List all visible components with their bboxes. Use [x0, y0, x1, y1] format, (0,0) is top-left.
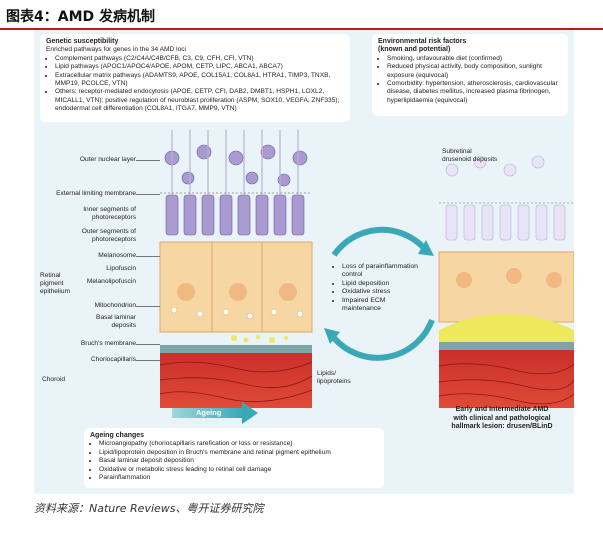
cycle-item: Oxidative stress: [342, 288, 424, 296]
ageing-changes-title: Ageing changes: [90, 432, 145, 439]
cycle-item: Impaired ECM maintenance: [342, 297, 424, 314]
label-melanolipofuscin: Melanolipofuscin: [86, 278, 136, 285]
label-lipids: Lipids/ lipoproteins: [317, 370, 351, 385]
label-inner-segments: Inner segments of photoreceptors: [83, 206, 136, 221]
ageing-change-item: Parainflammation: [99, 474, 378, 482]
leader-line: [136, 306, 160, 307]
right-panel-caption: Early and Intermediate AMD with clinical…: [425, 406, 579, 432]
photoreceptor-cells: [164, 144, 308, 236]
leader-line: [136, 360, 160, 361]
cycle-item: Loss of parainflammation control: [342, 263, 424, 280]
label-outer-segments: Outer segments of photoreceptors: [81, 228, 136, 243]
label-external-limiting: External limiting membrane: [56, 190, 136, 197]
caption-line: with clinical and pathological: [453, 414, 551, 422]
environmental-item: Smoking, unfavourable diet (confirmed): [387, 55, 562, 63]
ageing-arrow-shape: [172, 402, 258, 424]
leader-line: [136, 344, 160, 345]
label-mitochondrion: Mitochondrion: [94, 302, 136, 309]
label-basal-laminar: Basal laminar deposits: [96, 314, 136, 329]
right-retina-section: [438, 155, 574, 408]
label-outer-nuclear: Outer nuclear layer: [79, 156, 136, 163]
environmental-item: Reduced physical activity, body composit…: [387, 63, 562, 80]
genetic-title: Genetic susceptibility: [46, 38, 119, 45]
illustration: [159, 130, 574, 424]
ageing-arrow: Ageing: [172, 405, 262, 419]
environmental-title: Environmental risk factors: [378, 38, 467, 45]
label-melanosome: Melanosome: [98, 252, 136, 259]
ageing-label: Ageing: [196, 408, 222, 417]
genetic-item: Complement pathways (C2/C4A/C4B/CFB, C3,…: [55, 55, 344, 63]
figure-title: 图表4：AMD 发病机制: [6, 9, 156, 25]
environmental-item: Comorbidity: hypertension, atheroscleros…: [387, 80, 562, 105]
label-bruchs: Bruch's membrane: [80, 340, 136, 347]
leader-line: [136, 194, 160, 195]
figure-panel: Genetic susceptibility Enriched pathways…: [34, 30, 574, 494]
label-choriocapillaris: Choriocapillaris: [90, 356, 136, 363]
ageing-changes-box: Ageing changes Microangiopathy (chorioca…: [84, 428, 384, 488]
genetic-item: Extracellular matrix pathways (ADAMTS9, …: [55, 72, 344, 89]
report-header: 图表4：AMD 发病机制: [0, 0, 603, 30]
genetic-item: Lipid pathways (APOC1/APOC4/APOE, APOM, …: [55, 63, 344, 71]
left-retina-section: [159, 130, 313, 408]
label-subretinal: Subretinal drusenoid deposits: [442, 148, 498, 163]
leader-line: [136, 256, 160, 257]
ageing-change-item: Oxidative or metabolic stress leading to…: [99, 466, 378, 474]
environmental-subtitle: (known and potential): [378, 46, 451, 54]
leader-line: [136, 160, 160, 161]
label-rpe: Retinal pigment epithelium: [40, 272, 71, 295]
genetic-item: Others: receptor-mediated endocytosis (A…: [55, 88, 344, 113]
rpe-cells: [159, 241, 313, 333]
label-choroid: Choroid: [42, 376, 66, 383]
ageing-change-item: Basal laminar deposit deposition: [99, 457, 378, 465]
genetic-susceptibility-box: Genetic susceptibility Enriched pathways…: [40, 34, 350, 122]
ageing-change-item: Lipid/lipoprotein deposition in Bruch's …: [99, 449, 378, 457]
label-lipofuscin: Lipofuscin: [106, 265, 136, 272]
cycle-list: Loss of parainflammation control Lipid d…: [334, 263, 424, 313]
cycle-arrows: [331, 226, 435, 361]
environmental-risk-box: Environmental risk factors (known and po…: [372, 34, 568, 116]
genetic-intro: Enriched pathways for genes in the 34 AM…: [46, 46, 187, 54]
source-note: 资料来源：Nature Reviews、粤开证券研究院: [34, 502, 264, 515]
cycle-item: Lipid deposition: [342, 280, 424, 288]
caption-line: hallmark lesion: drusen/BLinD: [451, 423, 553, 431]
drusen-dome: [439, 314, 574, 348]
ageing-change-item: Microangiopathy (choriocapillaris rarefi…: [99, 440, 378, 448]
caption-line: Early and Intermediate AMD: [455, 406, 549, 413]
